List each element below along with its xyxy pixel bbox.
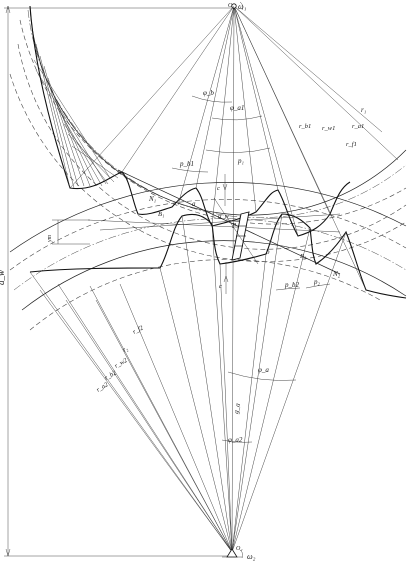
rf1-label: r_f1 bbox=[346, 141, 357, 148]
lower-gear-circles bbox=[9, 182, 407, 331]
rw1-label: r_w1 bbox=[322, 125, 335, 132]
clearance-arrows bbox=[222, 183, 229, 283]
rw2-label: r_w2 bbox=[114, 357, 130, 370]
lower-gear-center bbox=[222, 548, 243, 559]
r2-label: r₂ bbox=[122, 345, 130, 354]
upper-angle-arc-phi-a1 bbox=[211, 115, 263, 121]
n1-label: N₁ bbox=[148, 195, 156, 203]
lower-center-rays bbox=[29, 213, 347, 553]
lower-radius-leaders bbox=[39, 289, 233, 553]
upper-angle-arc-p1 bbox=[205, 147, 271, 153]
clearance-bottom-label: c bbox=[219, 283, 222, 290]
dimension-arrows bbox=[5, 5, 11, 557]
common-normal-line bbox=[99, 213, 341, 231]
clearance-top-label: c bbox=[217, 185, 220, 192]
upper-gear-tooth-profile bbox=[29, 5, 351, 237]
lower-angle-arc-phi-a2 bbox=[221, 439, 253, 443]
ym-label: ym bbox=[47, 234, 53, 243]
upper-root-circle bbox=[29, 5, 407, 216]
o2-label: O₂ bbox=[236, 546, 242, 552]
pitch-point-label: P bbox=[231, 222, 237, 230]
pb1-label: p_b1 bbox=[179, 160, 194, 168]
lower-pitch-circle bbox=[9, 199, 407, 271]
ra1-label: r_a1 bbox=[352, 123, 364, 130]
contact-point-block bbox=[231, 211, 250, 261]
n2-label: N₂ bbox=[332, 270, 341, 278]
upper-base-circle bbox=[19, 19, 407, 225]
b2-label: B₂ bbox=[300, 253, 307, 260]
b1-label: B₁ bbox=[158, 211, 164, 218]
b-label: b bbox=[266, 248, 270, 256]
involute-hatch-fan bbox=[33, 43, 119, 189]
g-a-label: g_a bbox=[232, 402, 242, 414]
lower-angle-arc-pb2 bbox=[275, 287, 301, 291]
pressure-angle-label: α_w bbox=[218, 213, 230, 220]
rf2-label: r_f2 bbox=[132, 324, 146, 336]
r1-label: r₁ bbox=[361, 106, 366, 114]
o1-label: O₁ bbox=[228, 3, 234, 9]
phi-a2-label: φ_a2 bbox=[228, 436, 243, 444]
lower-addendum-circle bbox=[9, 182, 407, 253]
pitch-tangent-line bbox=[87, 219, 341, 233]
p1-label: p₁ bbox=[237, 157, 244, 165]
upper-angle-arc-phi-b bbox=[191, 95, 233, 103]
lower-inner-circle bbox=[29, 259, 381, 331]
phi-b-label: φ_b bbox=[203, 89, 214, 97]
lower-angle-arc-phi-a bbox=[227, 371, 297, 381]
upper-pitch-circle bbox=[17, 43, 407, 250]
lower-root-circle bbox=[21, 240, 407, 311]
lower-base-circle bbox=[13, 218, 407, 291]
rb2-label: r_b2 bbox=[104, 369, 119, 382]
lower-angle-arc-p2 bbox=[305, 283, 331, 289]
p2-label: p₂ bbox=[313, 278, 321, 286]
upper-gear-center bbox=[231, 1, 243, 11]
omega2-label: ω₂ bbox=[247, 552, 256, 561]
contact-normal bbox=[213, 197, 259, 265]
phi-a-label: φ_a bbox=[258, 366, 269, 374]
line-of-action bbox=[117, 169, 341, 275]
omega1-label: ω₁ bbox=[238, 2, 247, 11]
phi-a1-label: φ_a1 bbox=[230, 104, 244, 112]
upper-center-rays bbox=[69, 5, 399, 553]
pb2-label: p_b2 bbox=[284, 281, 300, 289]
center-distance-label: a_w bbox=[0, 270, 6, 285]
rb1-label: r_b1 bbox=[299, 123, 311, 130]
upper-angle-arc-pb1 bbox=[171, 167, 209, 173]
a-label: a bbox=[192, 200, 196, 208]
